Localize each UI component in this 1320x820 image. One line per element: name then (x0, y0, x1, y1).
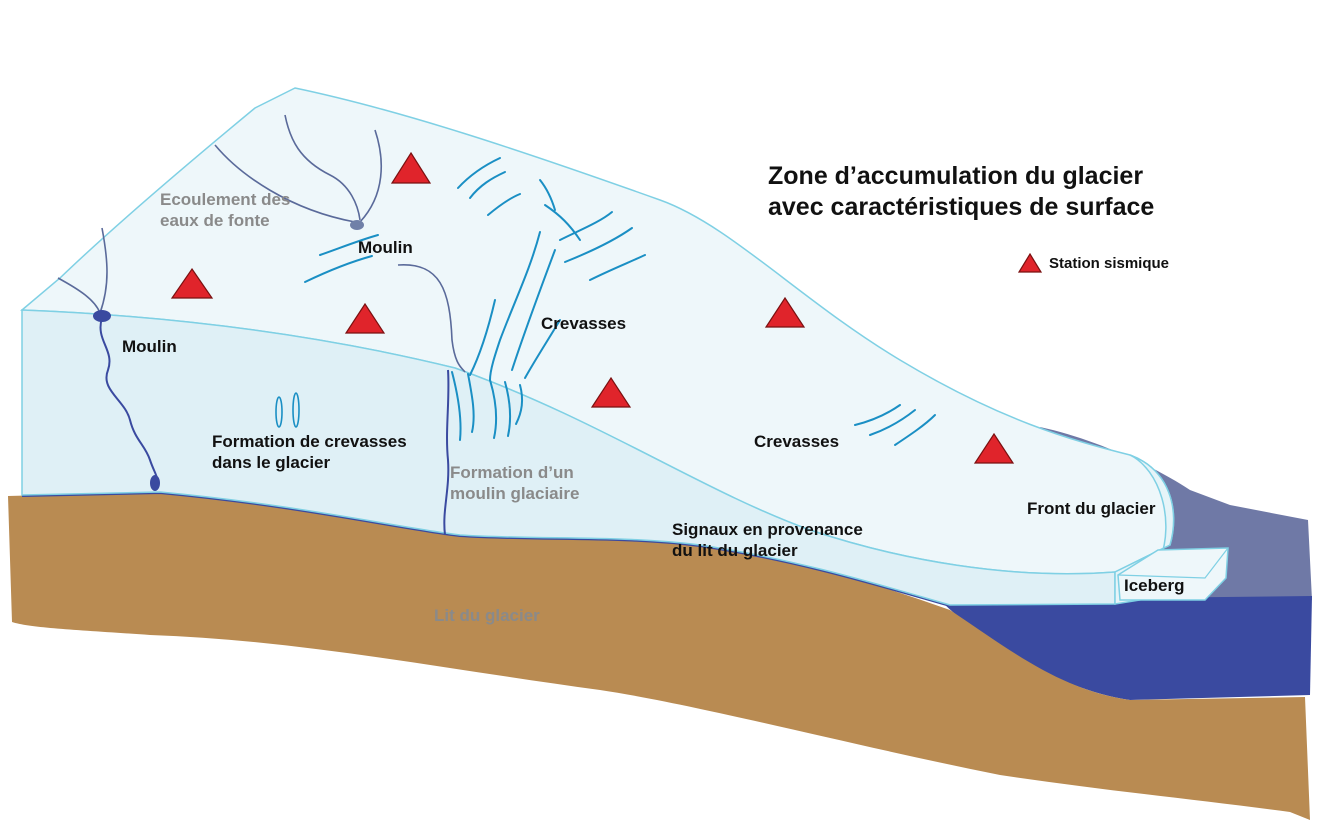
crevasse-formation-line-2: dans le glacier (212, 453, 331, 472)
station-6 (973, 432, 1015, 464)
crevasses-right-label: Crevasses (754, 432, 840, 451)
crevasse-formation-line-1: Formation de crevasses (212, 432, 407, 451)
legend: Station sismique (1017, 252, 1169, 274)
moulin-top-label: Moulin (358, 238, 413, 257)
bed-signals-line-1: Signaux en provenance (672, 520, 863, 539)
crevasses-top-label: Crevasses (541, 314, 627, 333)
moulin-formation-line-1: Formation d’un (450, 463, 574, 482)
moulin-top-hole (350, 220, 364, 230)
moulin-left-bottom (150, 475, 160, 491)
legend-label: Station sismique (1049, 254, 1170, 272)
surface-crevasses (304, 157, 936, 446)
title-line-2: avec caractéristiques de surface (768, 193, 1155, 221)
station-2 (170, 267, 214, 299)
station-3 (344, 302, 386, 334)
crevasse-formation-label: Formation de crevasses dans le glacier (212, 431, 407, 473)
station-4 (764, 296, 806, 328)
glacier-front-face (1114, 454, 1175, 605)
station-1 (390, 151, 432, 184)
section-crevasses (275, 371, 524, 441)
sea-water (940, 596, 1312, 700)
station-5 (590, 376, 632, 408)
moulin-formation-shaft (443, 369, 450, 536)
seismic-stations (170, 151, 1015, 464)
iceberg-top-edge (1117, 547, 1229, 579)
iceberg-label: Iceberg (1124, 576, 1185, 595)
red-triangle-icon (1017, 252, 1043, 273)
moulin-left-shaft (99, 317, 159, 486)
meltwater-streams (57, 114, 466, 373)
meltwater-label-line-1: Ecoulement des (160, 190, 291, 209)
moulin-left-hole (93, 310, 111, 322)
glacier-bed (8, 492, 1310, 820)
bed-signals-line-2: du lit du glacier (672, 541, 798, 560)
diagram-title: Zone d’accumulation du glacier avec cara… (768, 161, 1154, 223)
meltwater-label-line-2: eaux de fonte (160, 211, 270, 230)
glacier-front-label: Front du glacier (1027, 499, 1156, 518)
moulin-left-label: Moulin (122, 337, 177, 356)
title-line-1: Zone d’accumulation du glacier (768, 162, 1144, 190)
bed-signals-label: Signaux en provenance du lit du glacier (672, 519, 863, 561)
ice-cross-section (21, 309, 1116, 606)
moulin-formation-line-2: moulin glaciaire (450, 484, 580, 503)
moulin-formation-label: Formation d’un moulin glaciaire (450, 462, 579, 504)
glacier-bed-label: Lit du glacier (434, 606, 540, 625)
meltwater-label: Ecoulement des eaux de fonte (160, 189, 290, 231)
